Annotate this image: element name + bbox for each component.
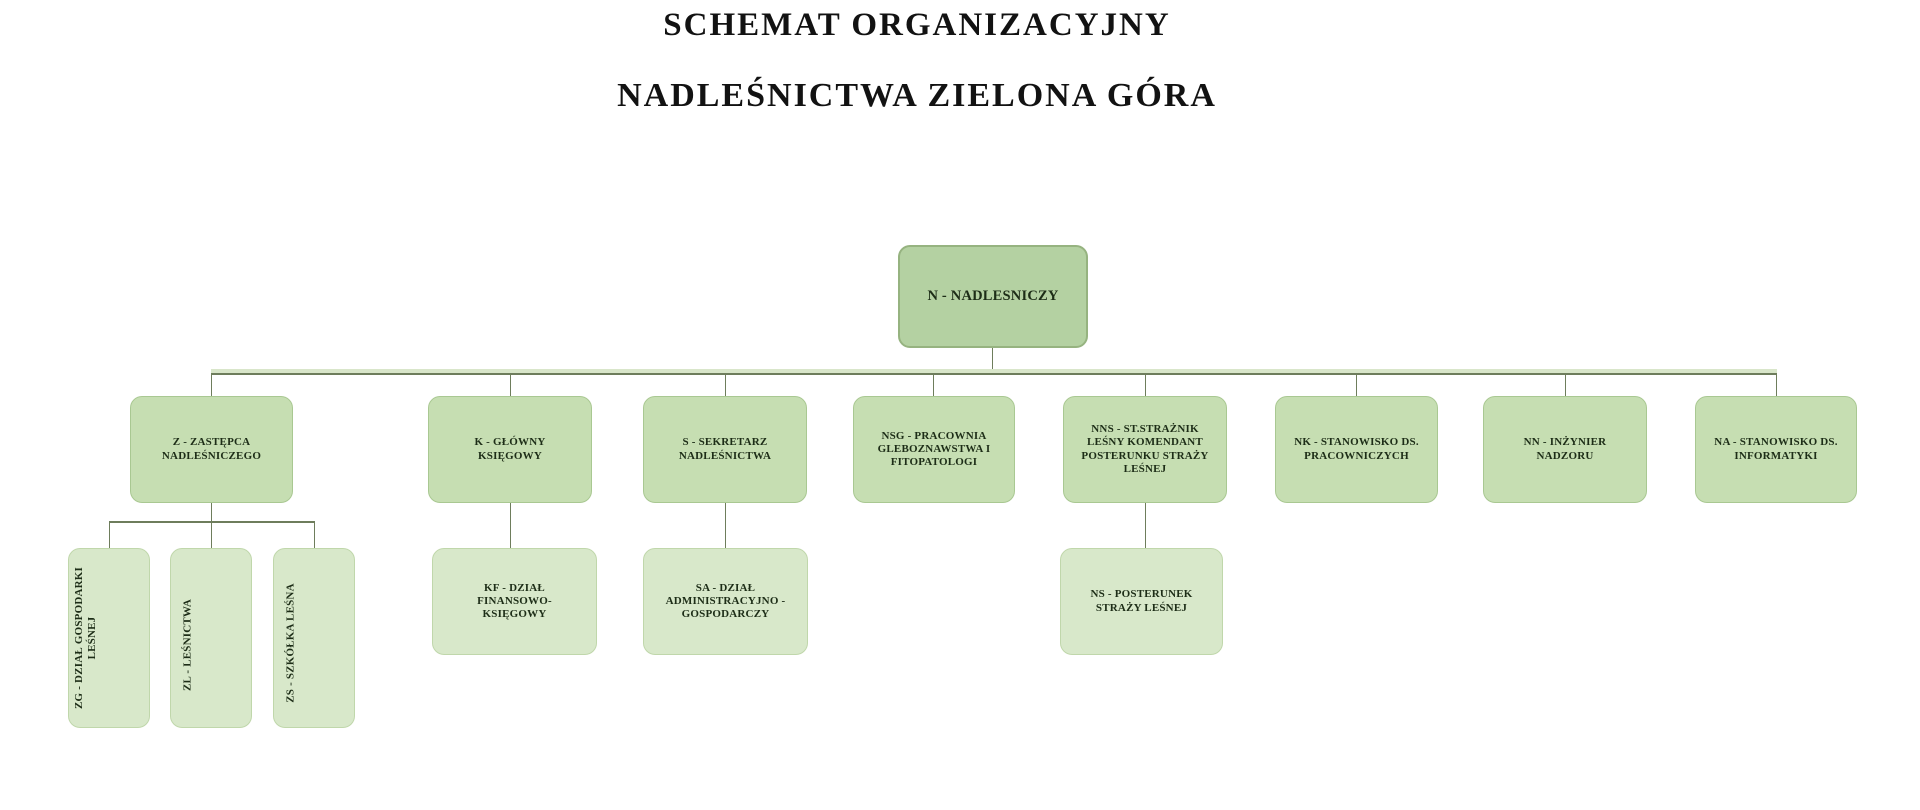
org-node-stanowisko-informatyki: NA - STANOWISKO DS. INFORMATYKI	[1695, 396, 1857, 503]
org-node-label-rotated: ZG - DZIAŁ GOSPODARKI LEŚNEJ	[72, 566, 98, 710]
org-node-sekretarz: S - SEKRETARZ NADLEŚNICTWA	[643, 396, 807, 503]
connector-drop-nk	[1356, 373, 1357, 396]
connector-drop-zg	[109, 521, 110, 548]
chart-title-line-2: NADLEŚNICTWA ZIELONA GÓRA	[617, 77, 1217, 114]
org-node-nadlesniczy: N - NADLESNICZY	[898, 245, 1088, 348]
org-node-pracownia-gleboznawstwa: NSG - PRACOWNIA GLEBOZNAWSTWA I FITOPATO…	[853, 396, 1015, 503]
chart-title: SCHEMAT ORGANIZACYJNY NADLEŚNICTWA ZIELO…	[0, 6, 1834, 115]
org-node-zastepca-nadlesniczego: Z - ZASTĘPCA NADLEŚNICZEGO	[130, 396, 293, 503]
connector-drop-zl	[211, 521, 212, 548]
connector-n-stem	[992, 348, 993, 370]
connector-z-stem	[211, 503, 212, 521]
connector-drop-k	[510, 373, 511, 396]
connector-drop-nsg	[933, 373, 934, 396]
org-node-dzial-gospodarki-lesnej: ZG - DZIAŁ GOSPODARKI LEŚNEJ	[68, 548, 150, 728]
chart-title-line-1: SCHEMAT ORGANIZACYJNY	[663, 7, 1171, 43]
org-node-lesnictwa: ZL - LEŚNICTWA	[170, 548, 252, 728]
org-node-dzial-administracyjno-gospodarczy: SA - DZIAŁ ADMINISTRACYJNO - GOSPODARCZY	[643, 548, 808, 655]
connector-drop-na	[1776, 373, 1777, 396]
org-node-label-rotated: ZL - LEŚNICTWA	[181, 599, 194, 692]
connector-k-kf	[510, 503, 511, 548]
connector-nns-ns	[1145, 503, 1146, 550]
connector-drop-nn	[1565, 373, 1566, 396]
org-node-szkolka-lesna: ZS - SZKÓŁKA LEŚNA	[273, 548, 355, 728]
org-node-glowny-ksiegowy: K - GŁÓWNY KSIĘGOWY	[428, 396, 592, 503]
org-node-straznik-lesny: NNS - ST.STRAŻNIK LEŚNY KOMENDANT POSTER…	[1063, 396, 1227, 503]
org-node-posterunek-strazy-lesnej: NS - POSTERUNEK STRAŻY LEŚNEJ	[1060, 548, 1223, 655]
connector-s-sa	[725, 503, 726, 548]
org-node-stanowisko-pracowniczych: NK - STANOWISKO DS. PRACOWNICZYCH	[1275, 396, 1438, 503]
connector-main-bus	[211, 369, 1777, 375]
org-node-inzynier-nadzoru: NN - INŻYNIER NADZORU	[1483, 396, 1647, 503]
connector-drop-zs	[314, 521, 315, 548]
connector-z-bus	[109, 521, 315, 523]
org-node-label-rotated: ZS - SZKÓŁKA LEŚNA	[284, 583, 297, 704]
org-node-dzial-finansowo-ksiegowy: KF - DZIAŁ FINANSOWO- KSIĘGOWY	[432, 548, 597, 655]
connector-drop-z	[211, 373, 212, 396]
connector-drop-s	[725, 373, 726, 396]
connector-drop-nns	[1145, 373, 1146, 396]
